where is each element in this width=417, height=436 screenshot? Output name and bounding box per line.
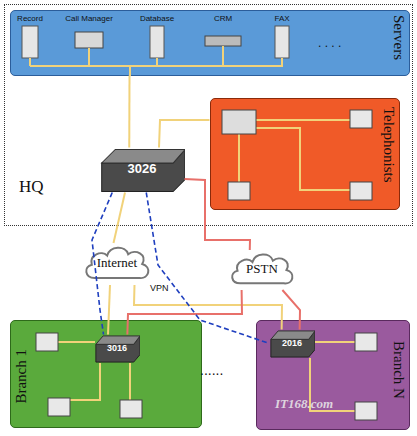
node-label: 2016 — [270, 338, 315, 348]
node-label: Telephonists — [380, 107, 397, 183]
watermark: IT168.com — [275, 396, 333, 412]
gateway-3016: 3016 — [95, 335, 140, 363]
branch-box: Branch N 2016 — [256, 320, 410, 430]
ellipsis: . . . . — [318, 36, 341, 50]
node-label: Branch 1 — [13, 349, 30, 404]
gateway-3026: 3026 — [100, 148, 185, 193]
node-label: Servers — [390, 15, 407, 60]
device-top — [101, 149, 184, 163]
gateway-2016: 2016 — [270, 330, 315, 358]
network-link — [129, 76, 130, 148]
telephonists-box: Telephonists — [210, 98, 400, 210]
connector-line — [114, 193, 126, 244]
connector-line — [128, 76, 130, 148]
server-name: Database — [140, 14, 174, 23]
connector-line — [159, 120, 210, 148]
server-name: FAX — [274, 14, 289, 23]
device-body — [270, 330, 314, 356]
internet-cloud: Internet — [82, 243, 152, 285]
branch-box: Branch 1 3016 — [10, 320, 202, 428]
device-body — [95, 335, 139, 361]
network-link — [159, 120, 210, 148]
edge-label: VPN — [150, 283, 169, 293]
server-name: Call Manager — [65, 14, 113, 23]
server-name: Record — [17, 14, 43, 23]
node-label: Internet — [82, 255, 152, 271]
node-label: 3026 — [100, 161, 185, 176]
pstn-cloud: PSTN — [228, 250, 296, 290]
ellipsis: ...... — [200, 362, 223, 378]
node-label: Branch N — [390, 341, 407, 399]
network-link — [114, 193, 126, 244]
hq-zone: HQ ServersTelephonists 3026 — [4, 4, 413, 226]
node-label: 3016 — [95, 343, 140, 353]
node-label: HQ — [19, 177, 44, 197]
server-name: CRM — [214, 14, 232, 23]
node-label: PSTN — [228, 261, 296, 277]
